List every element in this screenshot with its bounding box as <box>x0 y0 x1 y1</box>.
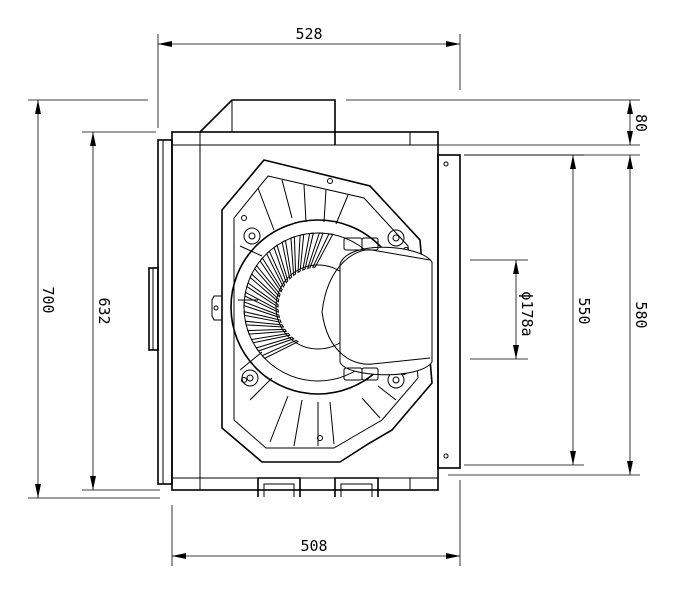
fan-frame <box>211 159 433 463</box>
dimension-label-diameter: ϕ178a <box>518 291 536 336</box>
impeller-blade <box>297 233 305 274</box>
impeller-blade <box>246 282 279 308</box>
impeller-blade <box>253 264 281 298</box>
impeller-blade <box>302 232 315 271</box>
impeller-blade <box>266 250 286 289</box>
dimension-label-700: 700 <box>39 286 57 313</box>
impeller-blade <box>281 239 292 280</box>
impeller-blade <box>306 232 324 270</box>
impeller-blade <box>273 244 289 284</box>
dimension-label-580: 580 <box>632 301 650 328</box>
dimension-label-550: 550 <box>575 297 593 324</box>
impeller-blade <box>249 273 280 303</box>
dimension-inner-height-right: 550 <box>464 154 593 466</box>
impeller-blades <box>243 232 334 359</box>
impeller-blade <box>247 328 288 335</box>
impeller-blade <box>243 310 282 323</box>
impeller-blade <box>255 336 295 352</box>
outlet-duct <box>321 237 433 381</box>
impeller-blade <box>259 257 283 293</box>
dimension-label-80: 80 <box>632 114 650 132</box>
dimension-outer-height-right: 580 <box>448 154 650 476</box>
dimension-overall-height: 700 <box>28 99 160 499</box>
impeller-blade <box>243 301 281 319</box>
impeller-blade <box>250 333 291 344</box>
dimension-bottom-width: 508 <box>171 480 461 566</box>
machine-body <box>148 99 461 497</box>
impeller-blade <box>244 320 285 328</box>
impeller-blade <box>311 233 334 268</box>
dimension-top-width: 528 <box>157 25 461 128</box>
impeller-blade <box>290 236 297 277</box>
dimension-label-632: 632 <box>95 297 113 324</box>
impeller-blade <box>244 291 279 314</box>
impeller-blade <box>261 339 300 359</box>
dimension-top-offset: 80 <box>346 99 650 146</box>
dimension-label-508: 508 <box>300 537 327 555</box>
dimension-outlet-diameter: ϕ178a <box>470 259 536 360</box>
dimension-body-height: 632 <box>82 131 160 491</box>
dimension-label-528: 528 <box>295 25 322 43</box>
